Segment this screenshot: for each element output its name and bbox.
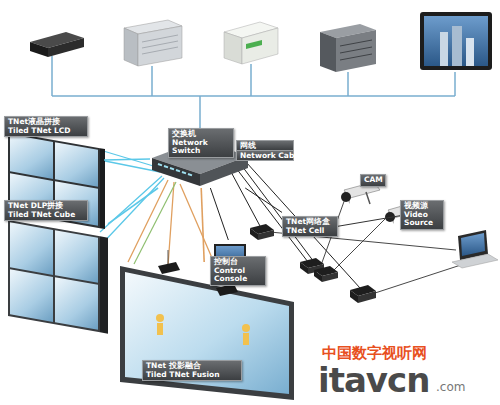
display-monitor (440, 32, 448, 66)
watermark: .com (436, 380, 465, 394)
server-tower (124, 20, 182, 66)
switch-illustration (152, 158, 200, 186)
top-bus-wire (52, 56, 455, 142)
label-banner: 控制台Control Console (210, 256, 266, 286)
encoder-device (242, 28, 278, 64)
node-label: TNet DLP拼接 (8, 202, 84, 211)
fusion-screen-illustration (158, 262, 180, 274)
node-label: Control Console (214, 267, 262, 284)
cable-label: Network Cable (236, 150, 294, 161)
node-label: Tiled TNet Cube (8, 211, 84, 220)
node-label: Tiled TNet Fusion (146, 371, 238, 380)
laptop-illustration (452, 254, 498, 268)
dlp-wall-illustration (10, 269, 53, 322)
cable-connector (201, 188, 204, 262)
rack-server (320, 24, 376, 72)
lcd-video-wall: TNet液晶拼接Tiled TNet LCD (4, 116, 104, 206)
label-banner: 视频源Video Source (400, 200, 444, 230)
laptop-illustration (452, 230, 498, 268)
dlp-wall-illustration (55, 277, 98, 330)
cable-connector (338, 216, 400, 227)
rack-server (320, 32, 336, 72)
rack-server (336, 30, 376, 72)
camera-illustration (341, 192, 351, 202)
camera-illustration (366, 192, 370, 204)
fusion-screen-illustration (242, 324, 250, 332)
fusion-screen: TNet 投影融合Tiled TNet Fusion (118, 262, 296, 402)
video-source: 视频源Video Source (400, 186, 444, 238)
node-label: 视频源 (404, 202, 440, 211)
dlp-cube-wall: TNet DLP拼接Tiled TNet Cube (4, 200, 108, 322)
fusion-screen-illustration (243, 333, 249, 345)
cell-boxes (358, 291, 376, 303)
control-console: 控制台Control Console (208, 240, 266, 290)
node-label: CAM (364, 176, 382, 185)
cell-boxes (322, 272, 338, 282)
cables (270, 196, 470, 294)
cables (100, 150, 470, 294)
dlp-wall-illustration (8, 220, 100, 332)
cell-boxes (314, 270, 322, 282)
network-switch: 交换机Network Switch (150, 128, 250, 188)
node-label: Network Switch (172, 139, 230, 156)
cable-connector (245, 188, 282, 212)
label-banner: TNet网络盒TNet Cell (282, 216, 338, 237)
display-monitor (420, 12, 492, 70)
lcd-wall-illustration (55, 142, 98, 187)
server-tower (138, 26, 182, 66)
display-monitor (420, 12, 492, 70)
camera: CAM (334, 172, 406, 230)
tnet-cell: TNet网络盒TNet Cell (282, 212, 338, 250)
encoder-device (224, 32, 242, 64)
watermark: itavcn (318, 360, 429, 400)
fusion-screen-illustration (125, 272, 289, 394)
label-banner: 交换机Network Switch (168, 128, 234, 158)
cable-connector (104, 158, 150, 161)
display-monitor (452, 26, 462, 66)
node-label: TNet 投影融合 (146, 362, 238, 371)
label-banner: CAM (360, 174, 386, 187)
lcd-wall-illustration (10, 134, 53, 179)
cell-boxes (350, 290, 358, 303)
display-monitor (424, 16, 488, 66)
media-player-box (30, 42, 48, 57)
cell-boxes (250, 228, 258, 240)
node-label: 控制台 (214, 258, 262, 267)
media-player-box (48, 38, 84, 57)
lcd-wall-illustration (8, 132, 105, 229)
fusion-screen-illustration (120, 262, 294, 400)
media-player-box (30, 32, 84, 57)
label-banner: TNet 投影融合Tiled TNet Fusion (142, 360, 242, 381)
dlp-wall-illustration (55, 230, 98, 283)
server-tower (142, 35, 178, 54)
laptop-illustration (461, 233, 485, 256)
cable-connector (210, 188, 228, 240)
node-label: 交换机 (172, 130, 230, 139)
label-banner: TNet DLP拼接Tiled TNet Cube (4, 200, 88, 221)
fusion-screen-illustration (120, 266, 294, 400)
encoder-device (224, 22, 278, 64)
node-label: TNet Cell (286, 227, 334, 236)
cable-connector (108, 188, 158, 224)
node-label: Tiled TNet LCD (8, 127, 84, 136)
top-bus-wire (52, 56, 455, 142)
cables (134, 182, 176, 264)
rack-server (340, 40, 372, 60)
display-monitor (466, 38, 474, 66)
dlp-wall-illustration (10, 222, 53, 275)
dlp-wall-illustration (8, 220, 108, 334)
server-tower (124, 28, 138, 66)
label-banner: TNet液晶拼接Tiled TNet LCD (4, 116, 88, 137)
node-label: TNet网络盒 (286, 218, 334, 227)
node-label: TNet液晶拼接 (8, 118, 84, 127)
dlp-wall-illustration (100, 236, 108, 333)
cell-boxes (300, 262, 308, 274)
encoder-device (246, 40, 262, 49)
fusion-screen-illustration (156, 314, 164, 322)
node-label: Video Source (404, 211, 440, 228)
fusion-screen-illustration (157, 323, 163, 335)
switch-illustration (158, 164, 192, 175)
cell-boxes (258, 230, 274, 240)
